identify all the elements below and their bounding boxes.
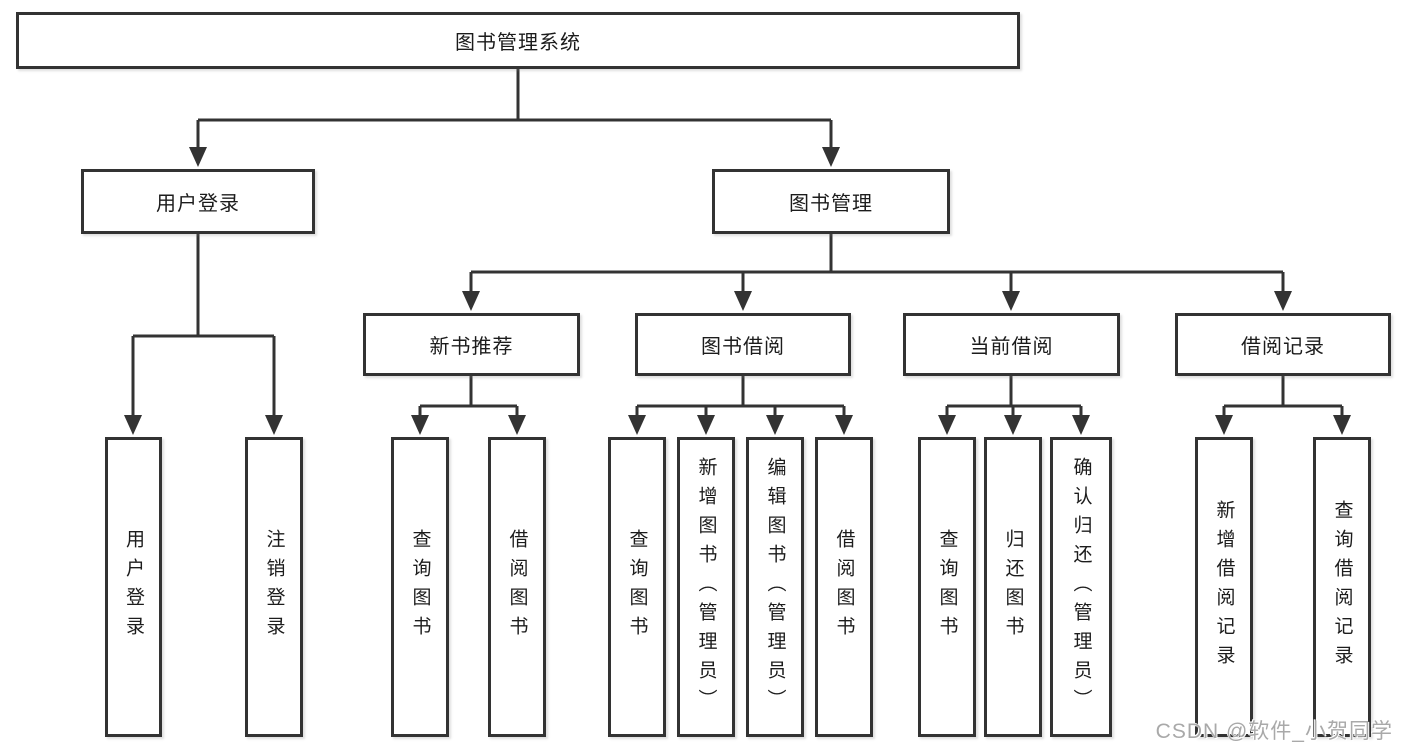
leaf-query-borrow-record: 查询借阅记录 [1313,437,1371,737]
node-borrow-record-label: 借阅记录 [1241,336,1325,358]
node-current-borrow: 当前借阅 [903,313,1120,376]
node-user-login: 用户登录 [81,169,315,234]
leaf-confirm-return-admin: 确认归还（管理员） [1050,437,1112,737]
leaf-query-books-current: 查询图书 [918,437,976,737]
leaf-query-books-current-label: 查询图书 [936,529,958,645]
leaf-edit-books-admin: 编辑图书（管理员） [746,437,804,737]
leaf-borrow-books: 借阅图书 [815,437,873,737]
node-new-book-recommend: 新书推荐 [363,313,580,376]
arrowheads [124,147,1351,435]
leaf-query-books-borrow: 查询图书 [608,437,666,737]
leaf-add-books-admin-label: 新增图书（管理员） [695,456,717,718]
leaf-query-books-recommend-label: 查询图书 [409,529,431,645]
leaf-borrow-books-recommend: 借阅图书 [488,437,546,737]
leaf-query-borrow-record-label: 查询借阅记录 [1331,500,1353,674]
node-book-management: 图书管理 [712,169,950,234]
node-book-borrow: 图书借阅 [635,313,851,376]
leaf-return-books: 归还图书 [984,437,1042,737]
node-current-borrow-label: 当前借阅 [969,336,1054,358]
watermark: CSDN @软件_小贺同学 [1155,720,1393,743]
node-book-borrow-label: 图书借阅 [701,336,785,358]
leaf-logout: 注销登录 [245,437,303,737]
leaf-edit-books-admin-label: 编辑图书（管理员） [764,456,786,718]
node-new-book-recommend-label: 新书推荐 [429,336,514,358]
leaf-query-books-recommend: 查询图书 [391,437,449,737]
leaf-confirm-return-admin-label: 确认归还（管理员） [1070,456,1092,718]
leaf-query-books-borrow-label: 查询图书 [626,529,648,645]
leaf-logout-label: 注销登录 [263,529,285,645]
leaf-add-borrow-record: 新增借阅记录 [1195,437,1253,737]
leaf-return-books-label: 归还图书 [1002,529,1024,645]
node-book-management-label: 图书管理 [789,193,873,215]
node-user-login-label: 用户登录 [156,193,240,215]
node-root-label: 图书管理系统 [455,32,581,54]
leaf-borrow-books-label: 借阅图书 [833,529,855,645]
leaf-add-borrow-record-label: 新增借阅记录 [1213,500,1235,674]
leaf-user-login: 用户登录 [105,437,162,737]
leaf-user-login-label: 用户登录 [123,529,144,645]
leaf-borrow-books-recommend-label: 借阅图书 [506,529,528,645]
leaf-add-books-admin: 新增图书（管理员） [677,437,735,737]
node-root: 图书管理系统 [16,12,1020,69]
node-borrow-record: 借阅记录 [1175,313,1391,376]
